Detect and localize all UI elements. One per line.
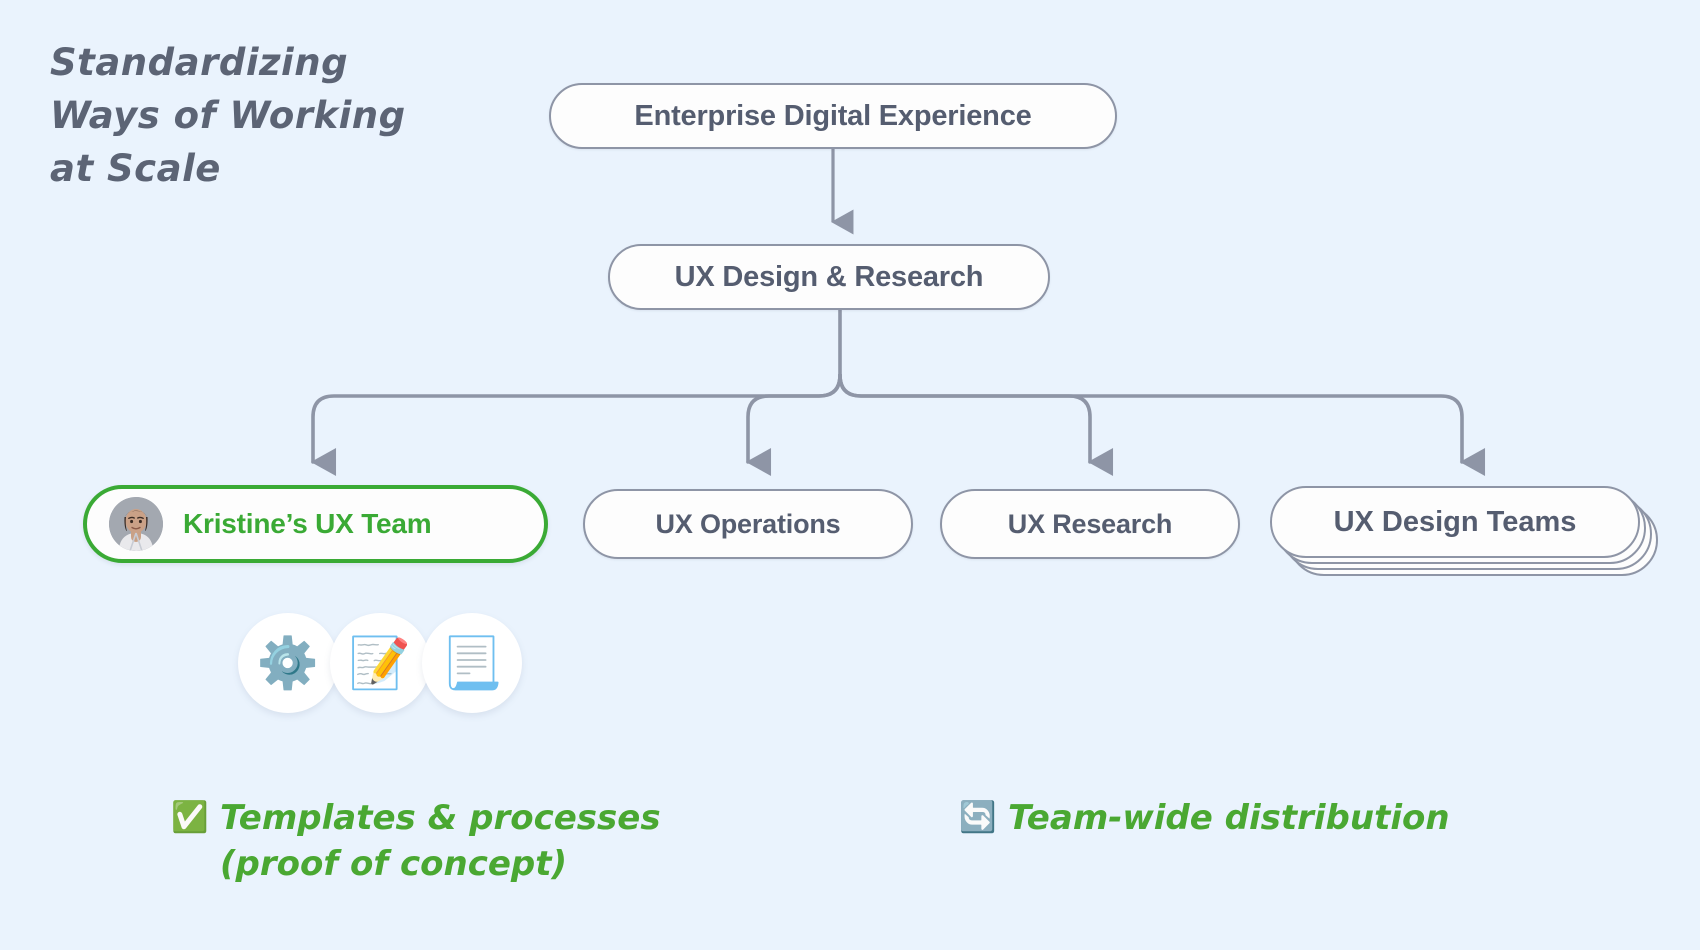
- memo-glyph: 📝: [348, 635, 412, 691]
- check-mark-button-icon: ✅: [171, 800, 209, 834]
- node-label: UX Design & Research: [674, 260, 984, 293]
- caption-text: Templates & processes (proof of concept): [220, 798, 661, 884]
- gear-icon: ⚙️: [238, 613, 338, 713]
- node-label: Kristine’s UX Team: [183, 508, 432, 539]
- node-ux-operations[interactable]: UX Operations: [583, 489, 913, 559]
- node-label: UX Research: [1007, 508, 1173, 539]
- caption-team-wide-distribution: 🔄 Team-wide distribution: [959, 795, 1450, 841]
- node-ux-design-teams[interactable]: UX Design Teams: [1270, 486, 1640, 558]
- node-label: UX Design Teams: [1333, 505, 1577, 538]
- avatar: [109, 497, 163, 551]
- page-glyph: 📃: [440, 635, 504, 691]
- caption-templates-processes: ✅ Templates & processes (proof of concep…: [171, 795, 661, 887]
- node-kristines-ux-team[interactable]: Kristine’s UX Team: [83, 485, 548, 563]
- node-ux-design-and-research[interactable]: UX Design & Research: [608, 244, 1050, 310]
- page-title: Standardizing Ways of Working at Scale: [50, 41, 406, 190]
- caption-text: Team-wide distribution: [1008, 798, 1450, 838]
- counterclockwise-arrows-icon: 🔄: [959, 800, 997, 834]
- node-ux-research[interactable]: UX Research: [940, 489, 1240, 559]
- node-ux-design-teams-stack[interactable]: UX Design Teams: [1270, 486, 1658, 576]
- node-label: UX Operations: [655, 508, 841, 539]
- page-with-curl-icon: 📃: [422, 613, 522, 713]
- gear-glyph: ⚙️: [256, 635, 320, 691]
- node-label: Enterprise Digital Experience: [634, 99, 1032, 132]
- memo-icon: 📝: [330, 613, 430, 713]
- node-enterprise-digital-experience[interactable]: Enterprise Digital Experience: [549, 83, 1117, 149]
